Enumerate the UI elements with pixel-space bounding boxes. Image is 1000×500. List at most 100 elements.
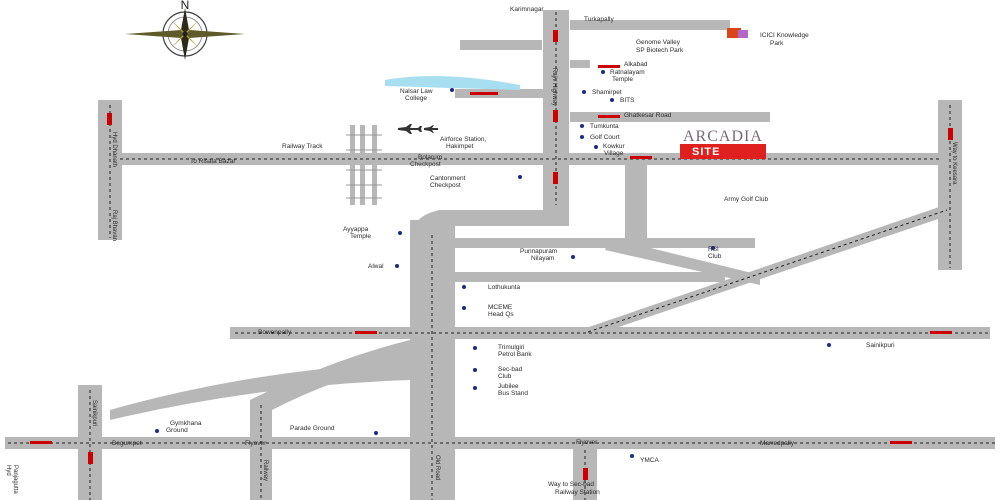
dot-cantonment xyxy=(518,175,522,179)
label-punnapuram-1: Punnapuram xyxy=(520,248,557,255)
dot-bits xyxy=(610,98,614,102)
label-old-road: Old Road xyxy=(434,455,440,480)
compass-rose-icon: N xyxy=(125,0,245,60)
arrow-nalsar xyxy=(470,92,498,95)
label-nalsar-1: Nalsar Law xyxy=(400,88,433,95)
label-railway-track: Railway Track xyxy=(282,143,323,150)
icici-marker-2 xyxy=(738,30,748,38)
dot-tumkunta xyxy=(580,124,584,128)
label-rsi-2: Club xyxy=(708,253,722,260)
dot-shamirpet xyxy=(582,90,586,94)
label-golf-court: Golf Court xyxy=(590,134,620,141)
arrow-left-v xyxy=(107,113,112,125)
rail-bar-3 xyxy=(372,125,377,205)
direction-arrows xyxy=(30,30,953,480)
label-cantonment-1: Cantonment xyxy=(430,175,466,182)
label-secbad-club-2: Club xyxy=(498,373,512,380)
label-left-vertical: Sainikpuri xyxy=(91,400,97,426)
arrow-rajiv-1 xyxy=(553,30,558,42)
label-genome-2: SP Biotech Park xyxy=(636,47,684,54)
dot-gymkhana xyxy=(155,429,159,433)
location-dots xyxy=(155,70,831,458)
label-gymkhana-2: Ground xyxy=(166,427,188,434)
label-airforce-2: Hakimpet xyxy=(446,143,474,150)
site-badge xyxy=(680,144,766,159)
road-network xyxy=(5,10,995,500)
label-parade: Parade Ground xyxy=(290,425,335,432)
label-right-road: Way to Keesara xyxy=(951,142,957,185)
arrow-rajiv-3 xyxy=(553,172,558,184)
dot-trimulgherry xyxy=(473,346,477,350)
label-ratnalayam-2: Temple xyxy=(612,76,633,83)
road-turkapally xyxy=(570,20,730,30)
dot-ymca xyxy=(630,454,634,458)
arrow-bowenpally-right xyxy=(930,331,952,334)
dot-rsi xyxy=(711,246,715,250)
label-to-risala: To Risala Bazar xyxy=(190,158,236,165)
label-turkapally: Turkapally xyxy=(584,16,614,23)
airplane-icon xyxy=(398,124,438,134)
label-mceme-1: MCEME xyxy=(488,304,513,311)
arrow-rajiv-2 xyxy=(553,110,558,122)
label-bottom-left-1: Hyd xyxy=(5,465,11,476)
label-bits: BITS xyxy=(620,97,635,104)
label-alwal: Alwal xyxy=(368,263,384,270)
label-way-2: Railway Station xyxy=(555,489,600,496)
arrow-right-v xyxy=(948,128,953,140)
dot-ayyappa xyxy=(398,231,402,235)
road-diagonal-right xyxy=(580,205,950,335)
label-ayyappa-1: Ayyappa xyxy=(343,226,369,233)
label-alkabad: Alkabad xyxy=(624,61,648,68)
label-airforce-1: Airforce Station, xyxy=(440,136,486,143)
road-rsi xyxy=(455,238,755,248)
road-site-spur xyxy=(625,165,647,245)
dot-kowkur xyxy=(594,145,598,149)
arrow-ghatkesar xyxy=(598,115,620,118)
label-raj-bhavan: Raj Bhavan xyxy=(111,210,117,241)
road-top-left xyxy=(460,40,542,50)
map-labels: Karimnagar Turkapally ICICI Knowledge Pa… xyxy=(5,6,957,496)
site-badge-text: SITE xyxy=(692,146,720,158)
arrow-bottom-right xyxy=(890,441,912,444)
label-sainikpuri: Sainikpuri xyxy=(866,342,895,349)
label-bowenpally: Bowenpally xyxy=(258,329,292,336)
label-genome-1: Genome Valley xyxy=(636,39,681,46)
label-begumpet: Begumpet xyxy=(112,440,142,447)
dot-lothukunta xyxy=(462,285,466,289)
arrow-bottom-left-v xyxy=(88,452,93,464)
arrow-station xyxy=(583,468,588,480)
dot-ratnalayam xyxy=(601,70,605,74)
road-center-dashes xyxy=(8,12,995,500)
road-lothukunta xyxy=(455,272,725,282)
label-mceme-2: Head Qs xyxy=(488,311,514,318)
dot-sainikpuri xyxy=(827,343,831,347)
arrow-bottom-left xyxy=(30,441,52,444)
site-brand-name: ARCADIA xyxy=(683,128,763,145)
label-bolarum-1: Bolarum xyxy=(418,154,442,161)
label-jubilee-2: Bus Stand xyxy=(498,390,528,397)
dot-parade xyxy=(374,431,378,435)
water-body xyxy=(385,76,520,90)
label-tumkunta: Tumkunta xyxy=(590,123,619,130)
dot-golf xyxy=(580,135,584,139)
label-lothukunta: Lothukunta xyxy=(488,284,521,291)
dot-jubilee xyxy=(473,386,477,390)
label-army-golf: Army Golf Club xyxy=(724,196,768,203)
label-gymkhana-1: Gymkhana xyxy=(170,420,202,427)
label-kowkur-1: Kowkur xyxy=(603,143,626,150)
label-flyover-1: Flyover xyxy=(245,440,267,447)
arrow-alkabad xyxy=(598,65,620,68)
label-ghatkesar: Ghatkesar Road xyxy=(624,112,672,119)
label-punnapuram-2: Nilayam xyxy=(531,255,554,262)
icici-marker xyxy=(727,28,741,38)
dot-punnapuram xyxy=(571,255,575,259)
dot-secbad-club xyxy=(473,368,477,372)
label-secbad-club-1: Sec-bad xyxy=(498,366,523,373)
label-railway-vertical: Railway xyxy=(262,460,268,481)
label-jubilee-1: Jubilee xyxy=(498,383,519,390)
dot-nalsar xyxy=(450,88,454,92)
compass-north-label: N xyxy=(181,0,190,12)
arrow-site xyxy=(630,156,652,159)
